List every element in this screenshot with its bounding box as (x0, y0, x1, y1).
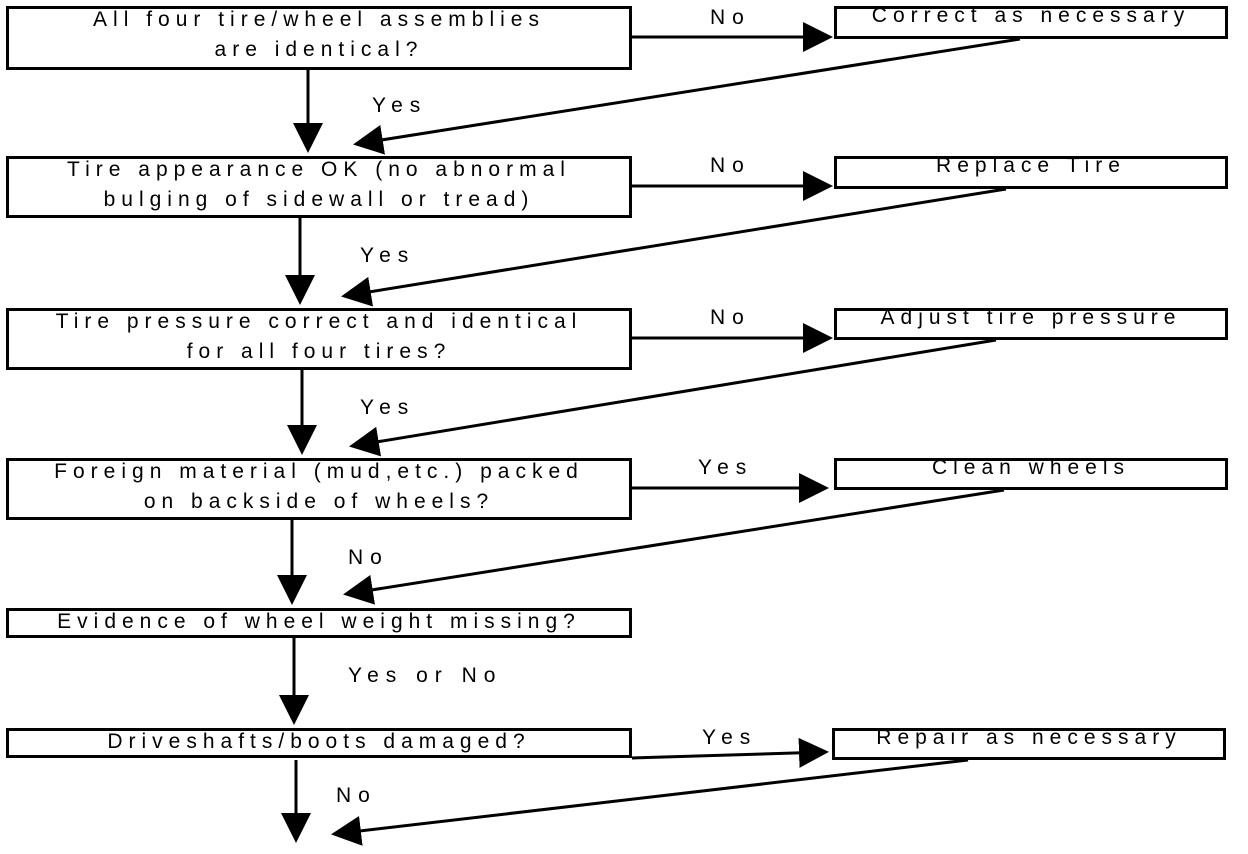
decision-text: Foreign material (mud,etc.) packed on ba… (54, 460, 584, 513)
action-box-repair: Repair as necessary (832, 728, 1226, 760)
action-box-clean-wheels: Clean wheels (834, 458, 1228, 490)
decision-text: Driveshafts/boots damaged? (107, 730, 531, 753)
action-text: Correct as necessary (871, 6, 1191, 27)
label-no: No (710, 154, 751, 177)
return-arrow (353, 37, 1021, 155)
label-yes-or-no: Yes or No (348, 664, 503, 687)
decision-box-wheel-weight: Evidence of wheel weight missing? (6, 608, 632, 638)
return-arrow (341, 187, 1007, 307)
action-box-replace-tire: Replace Tire (834, 156, 1228, 189)
decision-box-foreign-material: Foreign material (mud,etc.) packed on ba… (6, 458, 632, 520)
return-arrow (343, 488, 1005, 605)
action-box-adjust-pressure: Adjust tire pressure (834, 308, 1228, 340)
label-yes: Yes (372, 94, 428, 117)
label-no: No (336, 784, 377, 807)
decision-box-tire-pressure: Tire pressure correct and identical for … (6, 308, 632, 370)
action-box-correct: Correct as necessary (834, 6, 1228, 39)
decision-box-driveshafts: Driveshafts/boots damaged? (6, 728, 632, 758)
decision-text: Tire appearance OK (no abnormal bulging … (67, 158, 571, 211)
action-text: Adjust tire pressure (880, 308, 1182, 329)
return-arrow (331, 758, 969, 846)
label-yes: Yes (698, 456, 754, 479)
label-yes: Yes (360, 396, 416, 419)
decision-box-identical-assemblies: All four tire/wheel assemblies are ident… (6, 6, 632, 70)
action-text: Clean wheels (931, 458, 1131, 479)
action-text: Repair as necessary (876, 728, 1182, 749)
decision-box-tire-appearance: Tire appearance OK (no abnormal bulging … (6, 156, 632, 218)
decision-text: Tire pressure correct and identical for … (55, 310, 583, 363)
decision-text: All four tire/wheel assemblies are ident… (93, 8, 545, 61)
label-yes: Yes (360, 244, 416, 267)
return-arrow (349, 338, 997, 457)
branch-arrow (631, 737, 829, 768)
label-yes: Yes (702, 726, 758, 749)
decision-text: Evidence of wheel weight missing? (57, 610, 581, 633)
action-text: Replace Tire (936, 156, 1126, 177)
label-no: No (348, 546, 389, 569)
label-no: No (710, 6, 751, 29)
label-no: No (710, 306, 751, 329)
